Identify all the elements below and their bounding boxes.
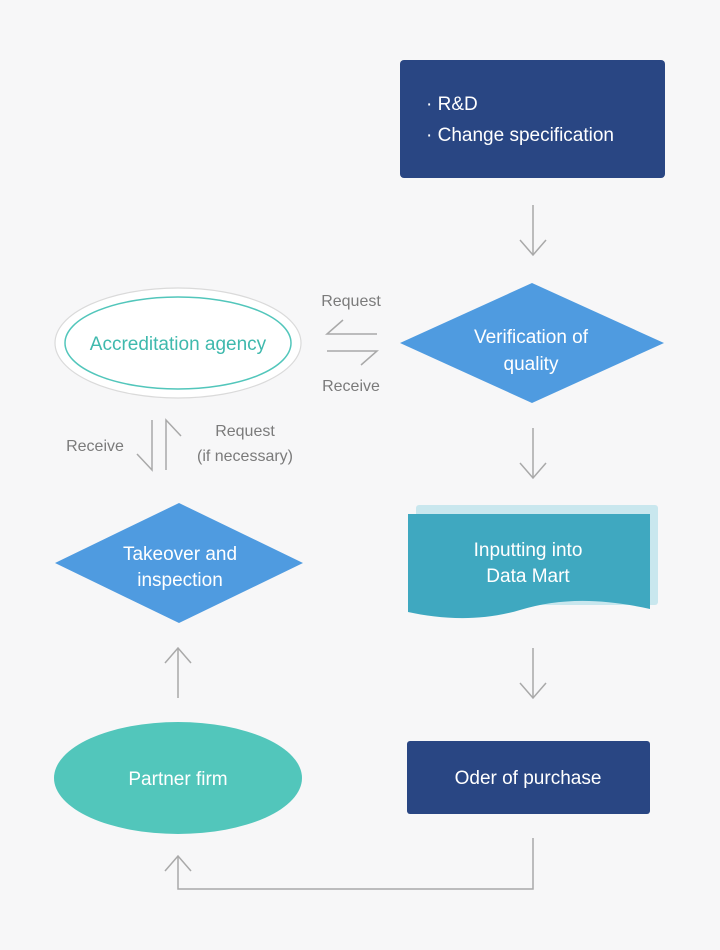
- arrow-rd-to-verification: [519, 205, 547, 257]
- partner-label: Partner firm: [128, 769, 227, 790]
- rd-label: · R&D: [426, 94, 478, 115]
- purchase-node: Oder of purchase: [407, 741, 650, 814]
- request-label-left-1: Request: [215, 423, 275, 440]
- verification-node: Verification of quality: [400, 283, 664, 403]
- rd-change-spec-node: · R&D · Change specification: [400, 60, 665, 178]
- purchase-label: Oder of purchase: [455, 768, 602, 789]
- data-mart-line2: Data Mart: [486, 566, 570, 587]
- request-label-left-2: (if necessary): [197, 448, 293, 465]
- partner-node: Partner firm: [54, 722, 302, 834]
- data-mart-line1: Inputting into: [474, 540, 583, 561]
- data-mart-node: Inputting into Data Mart: [408, 505, 658, 619]
- request-label-top: Request: [321, 293, 381, 310]
- arrow-partner-to-takeover: [164, 646, 192, 698]
- verification-line2: quality: [504, 354, 559, 375]
- request-receive-arrows-top: Request Receive: [321, 293, 381, 395]
- arrow-purchase-to-partner: [164, 838, 534, 890]
- receive-label-left: Receive: [66, 438, 124, 455]
- accreditation-label: Accreditation agency: [90, 334, 267, 355]
- request-receive-arrows-left: Receive Request (if necessary): [66, 418, 293, 472]
- arrow-verification-to-datamart: [519, 428, 547, 480]
- receive-label-top: Receive: [322, 378, 380, 395]
- takeover-line1: Takeover and: [123, 544, 237, 565]
- accreditation-node: Accreditation agency: [54, 287, 302, 399]
- takeover-line2: inspection: [137, 570, 223, 591]
- takeover-node: Takeover and inspection: [55, 503, 303, 623]
- arrow-datamart-to-purchase: [519, 648, 547, 700]
- change-spec-label: · Change specification: [426, 125, 614, 146]
- verification-line1: Verification of: [474, 327, 589, 348]
